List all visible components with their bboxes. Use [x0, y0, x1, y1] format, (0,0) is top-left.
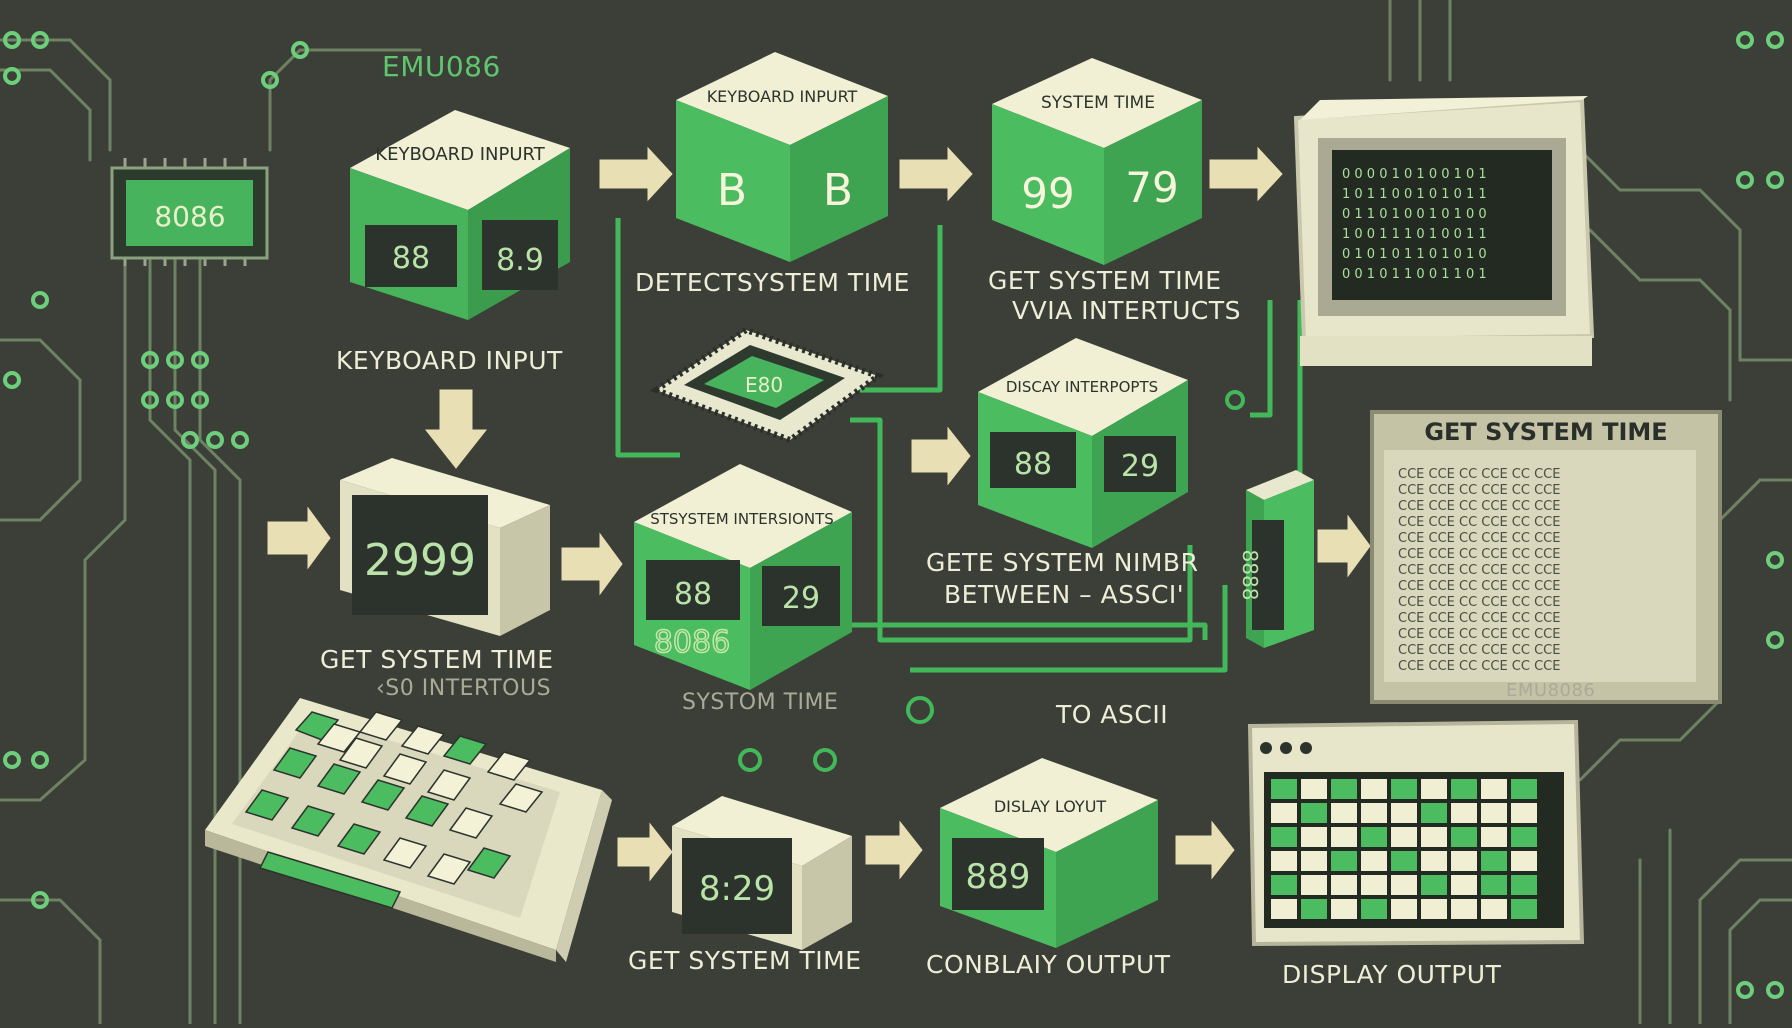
label-gete-line2: BETWEEN – ASSCI': [944, 580, 1185, 609]
center-chip: E80: [649, 326, 885, 444]
circuit-pads: [3, 31, 1784, 999]
label-get-system-time-left-sub: ‹S0 INTERTOUS: [376, 676, 552, 701]
kb-cube-title: KEYBOARD INPURT: [375, 144, 545, 165]
stsystem-cube-title: STSYSTEM INTERSIONTS: [650, 510, 834, 528]
interrupts-cube-num-b: 29: [1121, 449, 1159, 484]
panel-row: CCE CCE CC CCE CC CCE: [1398, 563, 1560, 578]
arrow-right: [267, 506, 331, 570]
left-clock-value: 2999: [364, 535, 476, 586]
arrow-right: [599, 146, 673, 202]
arrow-right: [911, 426, 971, 486]
crt-line: 1 0 1 1 0 0 1 0 1 0 1 1: [1342, 187, 1487, 202]
emu-label: EMU086: [382, 50, 501, 83]
panel-row: CCE CCE CC CCE CC CCE: [1398, 499, 1560, 514]
crt-line: 0 0 1 0 1 1 0 0 1 1 0 1: [1342, 267, 1487, 282]
crt-line: 0 0 0 0 1 0 1 0 0 1 0 1: [1342, 167, 1487, 182]
time-cube-title: SYSTEM TIME: [1041, 93, 1155, 113]
arrow-right: [617, 822, 673, 882]
connector-joints: [738, 390, 1245, 772]
arrow-right: [561, 532, 623, 596]
panel-row: CCE CCE CC CCE CC CCE: [1398, 483, 1560, 498]
interrupts-cube-num-a: 88: [1014, 447, 1052, 482]
panel-title: GET SYSTEM TIME: [1424, 418, 1667, 446]
interrupts-cube: 88 29 DISCAY INTERPOPTS: [978, 338, 1188, 548]
panel-row: CCE CCE CC CCE CC CCE: [1398, 611, 1560, 626]
arrow-right: [899, 146, 973, 202]
green-tower-display: 8888: [1238, 470, 1314, 648]
keyboard-device: [205, 698, 612, 962]
stsystem-cube: 88 29 8086 STSYSTEM INTERSIONTS: [634, 464, 852, 690]
label-gete-line1: GETE SYSTEM NIMBR: [926, 548, 1199, 577]
label-conblay-output: CONBLAIY OUTPUT: [926, 950, 1171, 979]
b-cube-title: KEYBOARD INPURT: [707, 87, 858, 106]
panel-row: CCE CCE CC CCE CC CCE: [1398, 659, 1560, 674]
bottom-clock-value: 8:29: [699, 869, 775, 909]
crt-line: 0 1 0 1 0 1 1 0 1 0 1 0: [1342, 247, 1487, 262]
label-get-system-time-left: GET SYSTEM TIME: [320, 645, 554, 674]
panel-row: CCE CCE CC CCE CC CCE: [1398, 467, 1560, 482]
center-chip-label: E80: [745, 373, 783, 397]
crt-text-lines: 0 0 0 0 1 0 1 0 0 1 0 1 1 0 1 1 0 0 1 0 …: [1342, 167, 1487, 282]
crt-line: 1 0 0 1 1 1 0 1 0 0 1 1: [1342, 227, 1487, 242]
crt-monitor: 0 0 0 0 1 0 1 0 0 1 0 1 1 0 1 1 0 0 1 0 …: [1293, 96, 1595, 366]
stsystem-cube-num-b: 29: [782, 581, 820, 616]
panel-row: CCE CCE CC CCE CC CCE: [1398, 627, 1560, 642]
label-detect-system-time: DETECTSYSTEM TIME: [635, 268, 910, 297]
arrow-right: [1209, 146, 1283, 202]
time-cube-num-b: 79: [1125, 163, 1178, 212]
time-cube-num-a: 99: [1021, 169, 1074, 218]
tower-value: 8888: [1238, 550, 1262, 601]
label-get-time-via-2: VVIA INTERTUCTS: [1012, 296, 1241, 325]
panel-row: CCE CCE CC CCE CC CCE: [1398, 531, 1560, 546]
kb-cube-display-a: 88: [392, 241, 430, 276]
left-clock-device: 2999: [340, 458, 550, 636]
b-cube-char-b: B: [823, 165, 853, 216]
panel-row: CCE CCE CC CCE CC CCE: [1398, 579, 1560, 594]
b-cube-char-a: B: [717, 165, 747, 216]
grid-monitor: [1247, 719, 1585, 947]
keyboard-input-cube: 88 8.9 KEYBOARD INPURT: [350, 110, 570, 320]
label-keyboard-input: KEYBOARD INPUT: [336, 346, 563, 375]
arrow-right: [1317, 514, 1371, 578]
stsystem-cube-num-a: 88: [674, 577, 712, 612]
label-get-time-via-1: GET SYSTEM TIME: [988, 266, 1222, 295]
panel-row: CCE CCE CC CCE CC CCE: [1398, 547, 1560, 562]
label-get-system-time-bottom: GET SYSTEM TIME: [628, 946, 862, 975]
interrupts-cube-title: DISCAY INTERPOPTS: [1006, 378, 1158, 396]
label-system-time-faint: SYSTOM TIME: [682, 690, 839, 715]
arrow-right: [1175, 820, 1235, 880]
get-system-time-panel: GET SYSTEM TIME CCE CCE CC CCE CC CCE CC…: [1370, 410, 1722, 704]
grid-cells: [1269, 777, 1539, 921]
display-output-cube: 889 DISLAY LOYUT: [940, 758, 1158, 948]
display-cube-title: DISLAY LOYUT: [994, 797, 1107, 816]
kb-cube-display-b: 8.9: [496, 243, 544, 278]
label-display-output: DISPLAY OUTPUT: [1282, 960, 1502, 989]
arrow-right: [865, 820, 923, 880]
system-time-cube: 99 79 SYSTEM TIME: [992, 58, 1202, 265]
bottom-clock-device: 8:29: [672, 796, 852, 950]
main-8086-chip: 8086: [110, 158, 269, 266]
panel-row: CCE CCE CC CCE CC CCE: [1398, 595, 1560, 610]
panel-rows: CCE CCE CC CCE CC CCE CCE CCE CC CCE CC …: [1398, 467, 1560, 674]
flow-arrows: [267, 146, 1371, 882]
b-character-cube: B B KEYBOARD INPURT: [676, 52, 888, 262]
crt-line: 0 1 1 0 1 0 0 1 0 1 0 0: [1342, 207, 1487, 222]
panel-row: CCE CCE CC CCE CC CCE: [1398, 515, 1560, 530]
arrow-down: [424, 389, 488, 469]
stsystem-cube-chip: 8086: [654, 625, 730, 660]
panel-row: CCE CCE CC CCE CC CCE: [1398, 643, 1560, 658]
main-chip-label: 8086: [154, 200, 225, 233]
panel-footer: EMU8086: [1506, 680, 1596, 701]
display-cube-num: 889: [966, 857, 1031, 897]
label-to-ascii: TO ASCII: [1056, 700, 1169, 729]
